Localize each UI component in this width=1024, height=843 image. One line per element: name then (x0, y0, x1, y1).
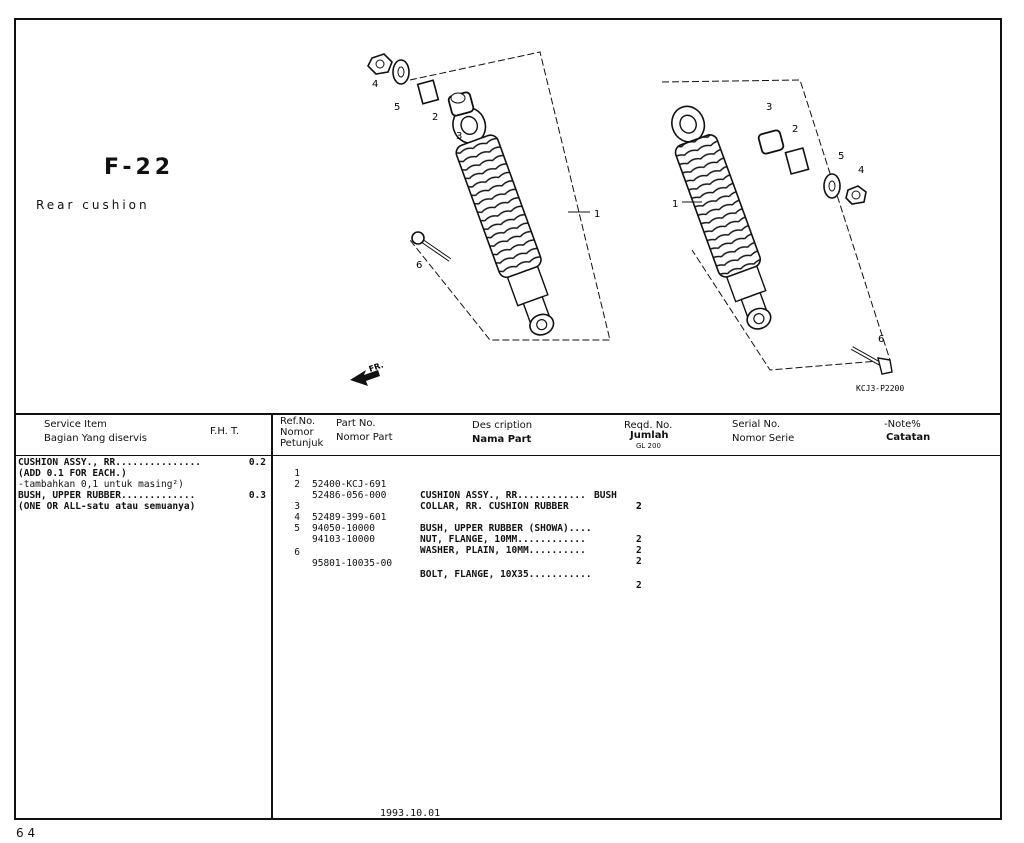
service-item-label: CUSHION ASSY., RR............... (18, 457, 202, 468)
part-description: COLLAR, RR. CUSHION RUBBER (420, 501, 569, 512)
part-qty: 2 (636, 534, 642, 545)
left-collar-2 (416, 79, 440, 105)
header-ref-no-id-2: Petunjuk (280, 438, 324, 449)
service-item-note: (ADD 0.1 FOR EACH.) (18, 468, 127, 479)
header-note: -Note% (884, 419, 921, 430)
callout-4-left: 4 (372, 79, 378, 90)
service-item-label: BUSH, UPPER RUBBER............. (18, 490, 196, 501)
header-reqd-no: Reqd. No. (624, 420, 673, 431)
header-description-id: Nama Part (472, 434, 532, 445)
part-description: WASHER, PLAIN, 10MM.......... (420, 545, 586, 556)
part-qty: 2 (636, 545, 642, 556)
front-label: FR. (368, 360, 385, 374)
callout-3-right: 3 (766, 102, 772, 113)
part-ref: 1 (294, 468, 300, 479)
table-column-divider (271, 413, 273, 820)
header-service-item-id: Bagian Yang diservis (44, 433, 147, 444)
part-number: 94103-10000 (312, 534, 375, 545)
part-description: BOLT, FLANGE, 10X35........... (420, 569, 592, 580)
header-reqd-no-id: Jumlah (630, 430, 669, 441)
right-washer-5 (823, 173, 841, 199)
callout-3-left: 3 (456, 131, 462, 142)
part-description-cont: BUSH (594, 490, 617, 501)
right-collar-2 (784, 147, 810, 175)
callout-5-left: 5 (394, 102, 400, 113)
right-shock-absorber (671, 105, 772, 330)
service-item-row: BUSH, UPPER RUBBER............. 0.3 (18, 490, 266, 501)
parts-row: 5 94103-10000 WASHER, PLAIN, 10MM.......… (286, 512, 641, 567)
header-description: Des cription (472, 420, 533, 431)
left-washer-5 (392, 59, 410, 85)
parts-row: 6 95801-10035-00 BOLT, FLANGE, 10X35....… (286, 536, 641, 591)
right-bush-3 (757, 129, 785, 155)
part-number: 94050-10000 (312, 523, 375, 534)
callout-2-right: 2 (792, 124, 798, 135)
left-assembly-frame (409, 51, 611, 341)
right-nut-4 (845, 185, 867, 205)
header-part-no: Part No. (336, 418, 376, 429)
callout-1-left: 1 (594, 209, 600, 220)
page-number: 6 4 (16, 826, 36, 840)
callout-5-right: 5 (838, 151, 844, 162)
part-number: 52489-399-601 (312, 512, 387, 523)
table-top-rule (14, 413, 1002, 415)
left-shock-absorber (452, 106, 555, 336)
callout-6-right: 6 (878, 334, 884, 345)
callout-6-left: 6 (416, 260, 422, 271)
figure-code: F-22 (104, 155, 175, 180)
part-qty: 2 (636, 556, 642, 567)
parts-row: 4 94050-10000 NUT, FLANGE, 10MM.........… (286, 501, 641, 556)
header-fht: F.H. T. (210, 426, 240, 437)
header-note-id: Catatan (886, 432, 931, 443)
catalog-sheet-border (14, 18, 1002, 820)
service-item-row: CUSHION ASSY., RR............... 0.2 (18, 457, 266, 468)
part-number: 95801-10035-00 (312, 558, 393, 569)
drawing-code: KCJ3-P2200 (856, 384, 904, 393)
parts-row: 2 52486-056-000 COLLAR, RR. CUSHION RUBB… (286, 468, 568, 512)
parts-row: 3 52489-399-601 BUSH, UPPER RUBBER (SHOW… (286, 490, 641, 545)
part-description: BUSH, UPPER RUBBER (SHOWA).... (420, 523, 592, 534)
parts-list: 1 52400-KCJ-691 CUSHION ASSY., RR.......… (286, 457, 642, 591)
right-bolt-6 (851, 346, 893, 375)
header-serial-no-id: Nomor Serie (732, 433, 795, 444)
part-description: NUT, FLANGE, 10MM............ (420, 534, 586, 545)
part-qty: 2 (636, 580, 642, 591)
exploded-diagram: 4 5 2 3 1 6 FR. 3 2 5 4 1 6 KCJ3-P2200 (350, 51, 904, 393)
left-nut-4 (367, 53, 393, 75)
service-item-fht: 0.2 (248, 457, 266, 468)
service-item-fht: 0.3 (248, 490, 266, 501)
service-items: CUSHION ASSY., RR............... 0.2 (ADD… (18, 457, 266, 512)
table-header-rule (14, 455, 1002, 456)
left-bush-3 (447, 91, 475, 117)
parts-row: BUSH 2 (286, 479, 642, 512)
part-number: 52486-056-000 (312, 490, 387, 501)
figure-title: Rear cushion (36, 198, 150, 212)
service-item-note-id: -tambahkan 0,1 untuk masing²) (18, 479, 184, 490)
left-bolt-6 (411, 231, 452, 262)
part-ref: 2 (294, 479, 300, 490)
header-reqd-no-sub: GL 200 (636, 442, 661, 450)
part-qty: 2 (636, 501, 642, 512)
part-ref: 4 (294, 512, 300, 523)
front-arrow-icon (350, 370, 380, 386)
part-ref: 6 (294, 547, 300, 558)
header-part-no-id: Nomor Part (336, 432, 393, 443)
parts-row-spacer (286, 523, 309, 536)
part-qty: 2 (636, 501, 642, 512)
part-ref: 5 (294, 523, 300, 534)
callout-4-right: 4 (858, 165, 864, 176)
header-ref-no: Ref.No. (280, 416, 316, 427)
part-ref: 3 (294, 501, 300, 512)
part-description: CUSHION ASSY., RR............ (420, 490, 586, 501)
issue-date: 1993.10.01 (380, 808, 441, 819)
part-number: 52400-KCJ-691 (312, 479, 387, 490)
callout-2-left: 2 (432, 112, 438, 123)
header-serial-no: Serial No. (732, 419, 781, 430)
callout-1-right: 1 (672, 199, 678, 210)
parts-row: 1 52400-KCJ-691 CUSHION ASSY., RR.......… (286, 457, 641, 512)
header-ref-no-id-1: Nomor (280, 427, 314, 438)
service-item-note: (ONE OR ALL-satu atau semuanya) (18, 501, 196, 512)
header-service-item: Service Item (44, 419, 107, 430)
